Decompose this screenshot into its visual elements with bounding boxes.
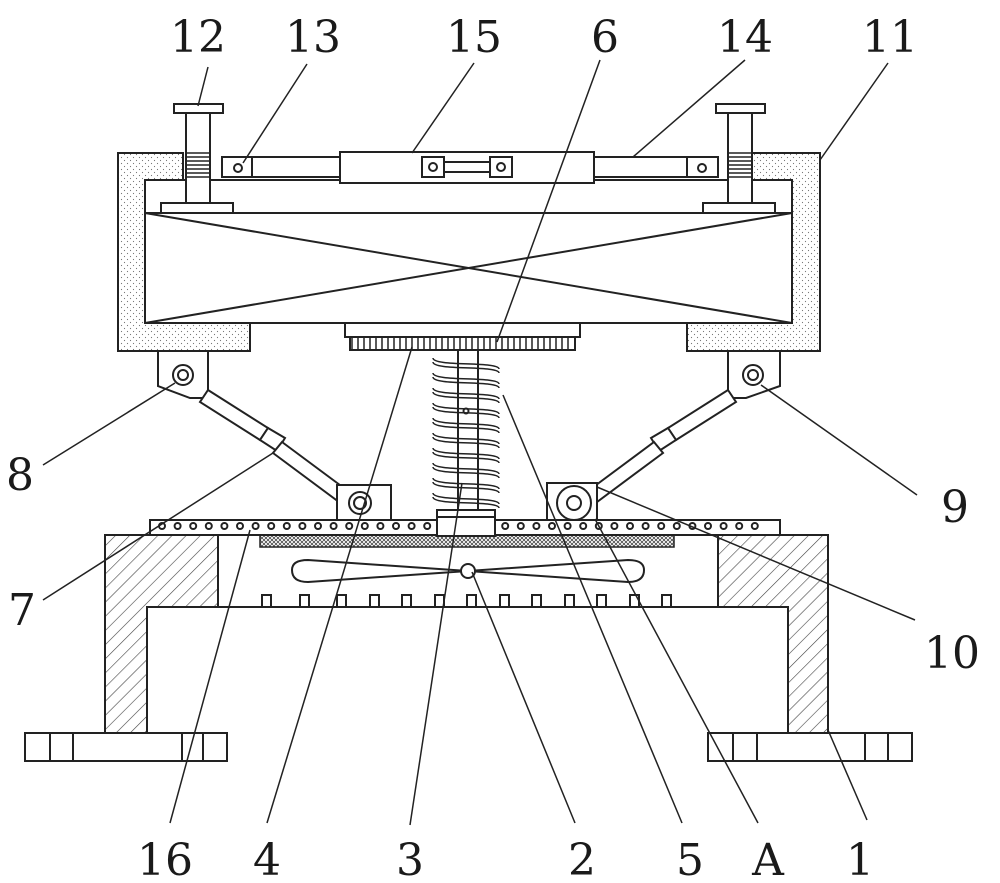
spring-column bbox=[432, 349, 500, 537]
screw-right bbox=[715, 103, 766, 204]
label-15: 15 bbox=[446, 12, 502, 63]
spring-coil bbox=[432, 451, 500, 464]
spring-coil bbox=[432, 406, 500, 419]
label-5: 5 bbox=[676, 835, 704, 883]
label-14: 14 bbox=[717, 12, 773, 63]
roller-ball bbox=[672, 522, 681, 530]
left-arm bbox=[157, 350, 392, 521]
roller-ball bbox=[548, 522, 556, 530]
roller-ball bbox=[610, 522, 619, 530]
roller-ball bbox=[267, 522, 276, 530]
roller-ball bbox=[626, 522, 634, 530]
roller-ball bbox=[579, 522, 588, 530]
linkage-bar bbox=[221, 151, 719, 184]
fan bbox=[290, 558, 646, 584]
label-13: 13 bbox=[285, 12, 341, 63]
spring-coil bbox=[432, 402, 500, 415]
label-11: 11 bbox=[862, 12, 918, 63]
roller-ball bbox=[189, 522, 198, 530]
label-7: 7 bbox=[8, 585, 36, 636]
spring-coil bbox=[432, 421, 500, 434]
roller-ball bbox=[532, 522, 541, 530]
spring-coil bbox=[432, 391, 500, 404]
spring-coil bbox=[432, 432, 500, 445]
spring-coil bbox=[432, 357, 500, 370]
label-8: 8 bbox=[6, 450, 34, 501]
label-9: 9 bbox=[941, 482, 969, 533]
label-10: 10 bbox=[924, 628, 980, 679]
label-3: 3 bbox=[396, 835, 424, 883]
spring-coil bbox=[432, 481, 500, 494]
spring-coil bbox=[432, 496, 500, 509]
roller-ball bbox=[204, 522, 213, 530]
label-1: 1 bbox=[846, 835, 874, 883]
roller-ball bbox=[563, 522, 572, 530]
roller-ball bbox=[641, 522, 650, 530]
roller-ball bbox=[376, 522, 385, 530]
roller-ball bbox=[657, 522, 666, 530]
roller-ball bbox=[407, 522, 416, 530]
roller-ball bbox=[314, 522, 322, 530]
roller-ball bbox=[516, 522, 525, 530]
spring-coil bbox=[432, 447, 500, 460]
label-A: A bbox=[751, 835, 785, 883]
roller-ball bbox=[392, 522, 400, 530]
spring-coil bbox=[432, 417, 500, 430]
label-2: 2 bbox=[568, 835, 596, 883]
roller-ball bbox=[501, 522, 510, 530]
label-12: 12 bbox=[170, 12, 226, 63]
spring-coil bbox=[432, 361, 500, 374]
roller-ball bbox=[360, 522, 369, 530]
roller-ball bbox=[719, 522, 728, 530]
spring-coil bbox=[432, 462, 500, 475]
roller-ball bbox=[345, 522, 354, 530]
gear-block bbox=[344, 322, 581, 351]
spring-coil bbox=[432, 372, 500, 385]
spring-coil bbox=[432, 376, 500, 389]
roller-ball bbox=[329, 522, 338, 530]
roller-ball bbox=[173, 522, 182, 530]
roller-ball bbox=[704, 522, 712, 530]
roller-ball bbox=[750, 522, 759, 530]
roller-ball bbox=[251, 522, 260, 530]
right-arm bbox=[546, 350, 781, 521]
label-6: 6 bbox=[591, 12, 619, 63]
roller-ball bbox=[236, 522, 244, 530]
leader-lines bbox=[42, 59, 918, 826]
spring-coil bbox=[432, 492, 500, 505]
roller-ball bbox=[735, 522, 744, 530]
roller-ball bbox=[423, 522, 432, 530]
roller-ball bbox=[220, 522, 229, 530]
spring-coil bbox=[432, 387, 500, 400]
roller-ball bbox=[298, 522, 307, 530]
label-16: 16 bbox=[137, 835, 193, 883]
spring-coil bbox=[432, 466, 500, 479]
spring-coil bbox=[432, 436, 500, 449]
cavity-teeth bbox=[261, 594, 672, 608]
roller-ball bbox=[282, 522, 291, 530]
screw-left bbox=[173, 103, 224, 204]
spring-coil bbox=[432, 477, 500, 490]
label-4: 4 bbox=[253, 835, 281, 883]
top-box bbox=[117, 152, 821, 352]
